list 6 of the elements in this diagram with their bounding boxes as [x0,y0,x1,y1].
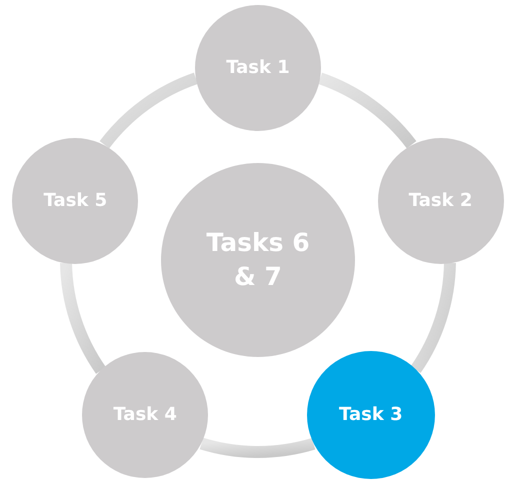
ring-connector [318,72,416,149]
task-label: Task 3 [339,403,403,428]
ring-connector [410,262,456,373]
ring-connector [60,262,106,374]
ring-connector [100,72,198,149]
ring-connector [200,438,315,458]
